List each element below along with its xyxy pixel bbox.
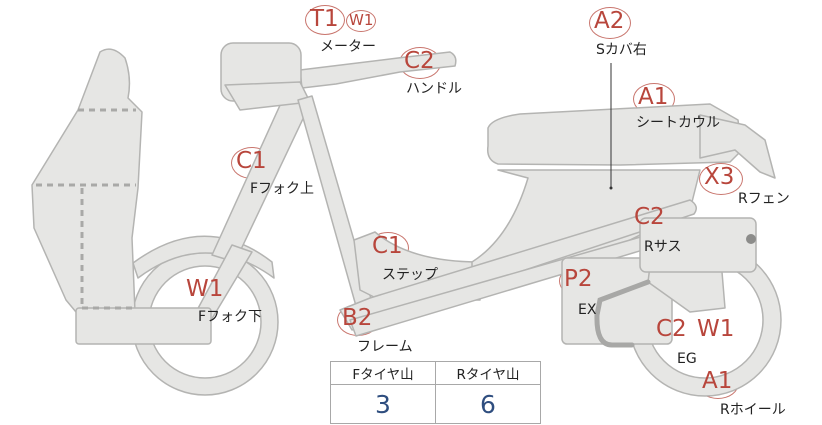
step-label: ステップ bbox=[382, 267, 438, 283]
frame-label: フレーム bbox=[357, 339, 413, 355]
handle-label: ハンドル bbox=[406, 81, 462, 97]
axle-bolt bbox=[746, 234, 756, 244]
meter-grade: T1 bbox=[305, 5, 345, 35]
engine-sub-grade: W1 bbox=[692, 315, 736, 347]
rear-fender-label: Rフェン bbox=[738, 191, 790, 207]
engine-label: EG bbox=[677, 351, 697, 367]
meter-sub-grade: W1 bbox=[346, 10, 376, 32]
front-fork-upper-grade: C1 bbox=[231, 147, 273, 179]
s-cover-right-label: Sカバ右 bbox=[596, 42, 647, 58]
meter-label: メーター bbox=[320, 39, 376, 55]
s-cover-leader-dot bbox=[609, 186, 613, 190]
rear-suspension-label: Rサス bbox=[644, 239, 682, 255]
front-leg-shield bbox=[31, 48, 143, 313]
rear-tread-header: Rタイヤ山 bbox=[435, 361, 541, 385]
seat-cowl-grade: A1 bbox=[633, 83, 675, 115]
exhaust-pipe bbox=[594, 279, 651, 348]
rear-shock bbox=[639, 217, 757, 273]
rear-fender-grade: X3 bbox=[699, 163, 743, 195]
front-fork bbox=[211, 91, 311, 263]
frame-grade: B2 bbox=[337, 304, 379, 336]
rear-suspension-grade: C2 bbox=[629, 203, 673, 235]
front-fork-upper-label: Fフォク上 bbox=[250, 181, 315, 197]
seat-cowl bbox=[486, 103, 743, 166]
floor-plate bbox=[75, 307, 212, 345]
step-grade: C1 bbox=[367, 232, 409, 264]
handlebar bbox=[299, 51, 457, 89]
s-cover-right-grade: A2 bbox=[589, 7, 631, 39]
front-tread-header: Fタイヤ山 bbox=[330, 361, 436, 385]
rear-fender bbox=[699, 114, 776, 179]
exhaust-grade: P2 bbox=[559, 265, 601, 297]
rear-wheel-grade: A1 bbox=[697, 367, 739, 399]
handle-grade: C2 bbox=[399, 47, 441, 79]
tire-tread-table: Fタイヤ山 Rタイヤ山 3 6 bbox=[330, 361, 541, 424]
front-fork-lower-grade: W1 bbox=[181, 275, 227, 307]
front-tread-value: 3 bbox=[330, 384, 436, 424]
rear-wheel-label: Rホイール bbox=[720, 402, 786, 418]
seat-cowl-label: シートカウル bbox=[636, 115, 720, 131]
rear-tread-value: 6 bbox=[435, 384, 541, 424]
front-fork-lower-label: Fフォク下 bbox=[198, 309, 263, 325]
engine-grade: C2 bbox=[651, 315, 693, 347]
exhaust-label: EX bbox=[578, 302, 597, 318]
